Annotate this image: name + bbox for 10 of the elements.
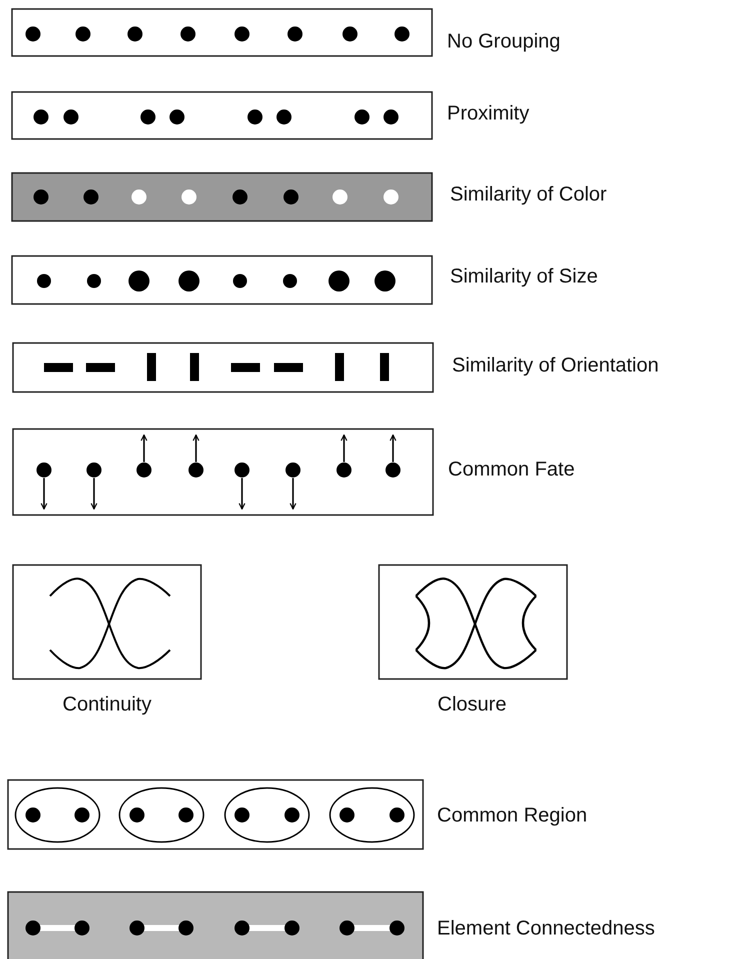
principle-label: Common Fate <box>448 458 575 482</box>
principle-label: Similarity of Size <box>450 266 598 288</box>
principle-label: Similarity of Color <box>450 184 607 206</box>
principle-label: Similarity of Orientation <box>452 354 659 378</box>
principle-label: Proximity <box>447 102 530 126</box>
principle-label: Closure <box>438 694 506 716</box>
principle-label: No Grouping <box>447 30 560 54</box>
principle-label: Continuity <box>62 694 152 716</box>
principle-label: Common Region <box>437 804 588 828</box>
principle-label: Element Connectedness <box>437 918 655 940</box>
